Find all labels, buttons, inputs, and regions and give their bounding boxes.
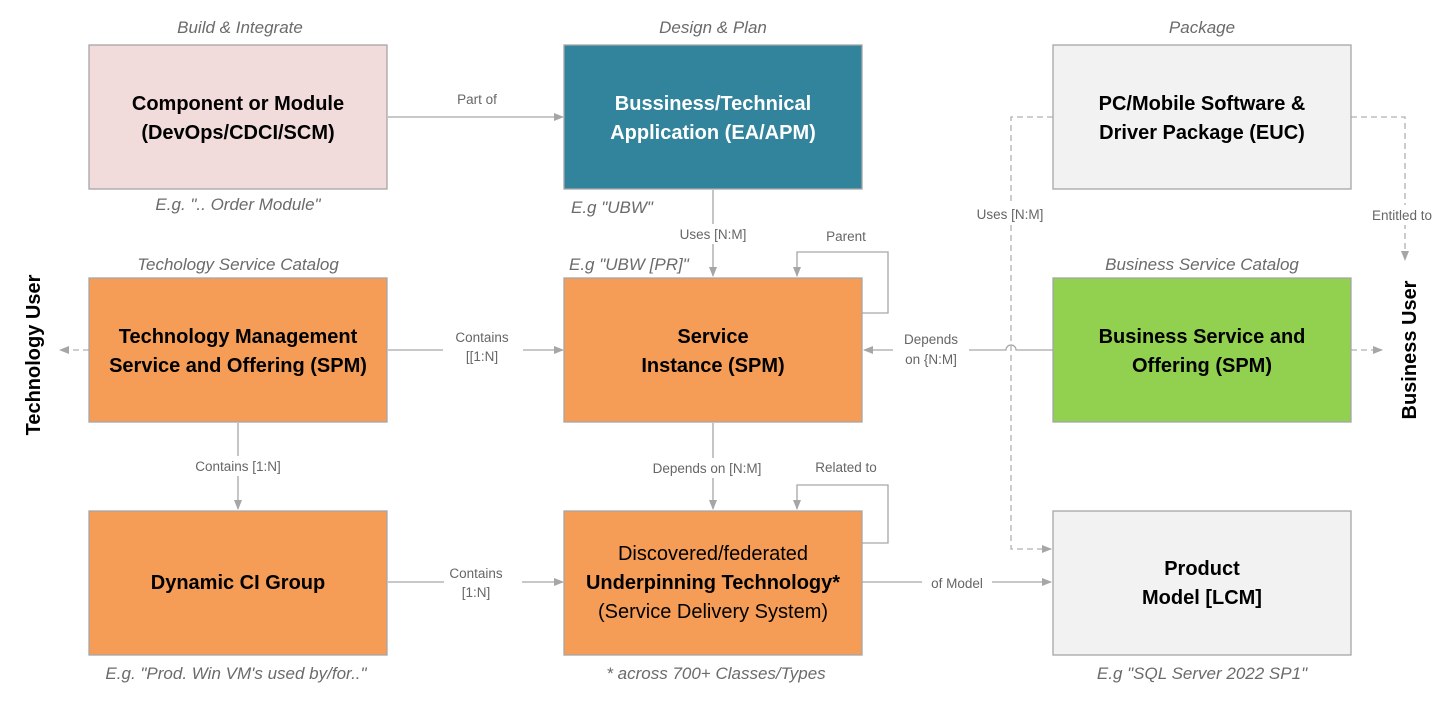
box-tech-service-line2: Service and Offering (SPM): [109, 355, 367, 377]
caption-sql-server: E.g "SQL Server 2022 SP1": [1097, 664, 1308, 683]
edge-entitled-to: [1351, 116, 1409, 261]
edge-label-contains-service-1: Contains: [455, 330, 509, 345]
box-underpinning-line3: (Service Delivery System): [598, 601, 828, 623]
edge-uses-package: [1010, 116, 1053, 553]
side-label-business-user: Business User: [1399, 280, 1421, 419]
edge-label-of-model: of Model: [931, 576, 983, 591]
header-package: Package: [1169, 18, 1235, 37]
box-component-line1: Component or Module: [132, 93, 344, 115]
edge-label-part-of: Part of: [457, 92, 497, 107]
box-business-service-offering: Business Service and Offering (SPM): [1052, 277, 1352, 423]
box-business-service-line1: Business Service and: [1099, 326, 1306, 348]
header-design-plan: Design & Plan: [659, 18, 767, 37]
box-service-instance-line1: Service: [677, 326, 748, 348]
edge-label-contains-ci-1: Contains: [449, 566, 503, 581]
side-label-technology-user: Technology User: [23, 274, 45, 435]
captions: Build & Integrate Design & Plan Package …: [105, 18, 1308, 683]
edge-parent-loop: [793, 251, 889, 314]
box-business-technical-application: Bussiness/Technical Application (EA/APM): [563, 44, 863, 190]
edge-label-contains-service-2: [[1:N]: [466, 349, 498, 364]
edge-labels: Part of Uses [N:M] Parent Uses [N:M] Ent…: [195, 92, 1432, 600]
caption-order-module: E.g. ".. Order Module": [155, 195, 321, 214]
edge-label-contains-ci-2: [1:N]: [462, 585, 491, 600]
box-business-service-line2: Offering (SPM): [1132, 355, 1272, 377]
caption-ubw: E.g "UBW": [571, 198, 654, 217]
edge-label-depends-business-1: Depends: [904, 332, 958, 347]
box-application-line2: Application (EA/APM): [610, 122, 816, 144]
header-business-service-catalog: Business Service Catalog: [1105, 255, 1299, 274]
header-build-integrate: Build & Integrate: [177, 18, 303, 37]
box-underpinning-line1: Discovered/federated: [618, 543, 808, 565]
edge-related-to-loop: [793, 484, 889, 544]
box-underpinning-line2: Underpinning Technology*: [586, 572, 840, 594]
box-tech-service-line1: Technology Management: [119, 326, 358, 348]
box-package-line1: PC/Mobile Software &: [1099, 93, 1306, 115]
edge-label-uses-application: Uses [N:M]: [680, 227, 747, 242]
box-product-model-line2: Model [LCM]: [1142, 587, 1262, 609]
edge-label-uses-package: Uses [N:M]: [977, 207, 1044, 222]
caption-prod-win-vm: E.g. "Prod. Win VM's used by/for..": [105, 664, 367, 683]
box-product-model-line1: Product: [1164, 558, 1240, 580]
box-ci-group-line1: Dynamic CI Group: [151, 572, 325, 594]
edge-label-depends-instance: Depends on [N:M]: [653, 461, 762, 476]
box-service-instance-line2: Instance (SPM): [641, 355, 784, 377]
edge-label-contains-group: Contains [1:N]: [195, 459, 281, 474]
dashed-connectors: [59, 116, 1409, 553]
caption-700-classes: * across 700+ Classes/Types: [606, 664, 826, 683]
edge-label-depends-business-2: on {N:M]: [905, 352, 957, 367]
box-component-module: Component or Module (DevOps/CDCI/SCM): [88, 44, 388, 190]
edge-label-related-to: Related to: [815, 460, 877, 475]
box-technology-management-service: Technology Management Service and Offeri…: [88, 277, 388, 423]
box-dynamic-ci-group: Dynamic CI Group: [88, 510, 388, 656]
box-service-instance: Service Instance (SPM): [563, 277, 863, 423]
box-software-driver-package: PC/Mobile Software & Driver Package (EUC…: [1052, 44, 1352, 190]
edge-label-parent: Parent: [826, 229, 866, 244]
box-package-line2: Driver Package (EUC): [1099, 122, 1305, 144]
box-component-line2: (DevOps/CDCI/SCM): [141, 122, 334, 144]
box-application-line1: Bussiness/Technical: [615, 93, 811, 115]
edge-label-entitled-to: Entitled to: [1372, 208, 1432, 223]
edge-label-backgrounds: [185, 204, 1440, 604]
box-product-model: Product Model [LCM]: [1052, 510, 1352, 656]
caption-ubw-pr: E.g "UBW [PR]": [569, 255, 690, 274]
box-underpinning-technology: Discovered/federated Underpinning Techno…: [563, 510, 863, 656]
header-technology-service-catalog: Techology Service Catalog: [137, 255, 339, 274]
